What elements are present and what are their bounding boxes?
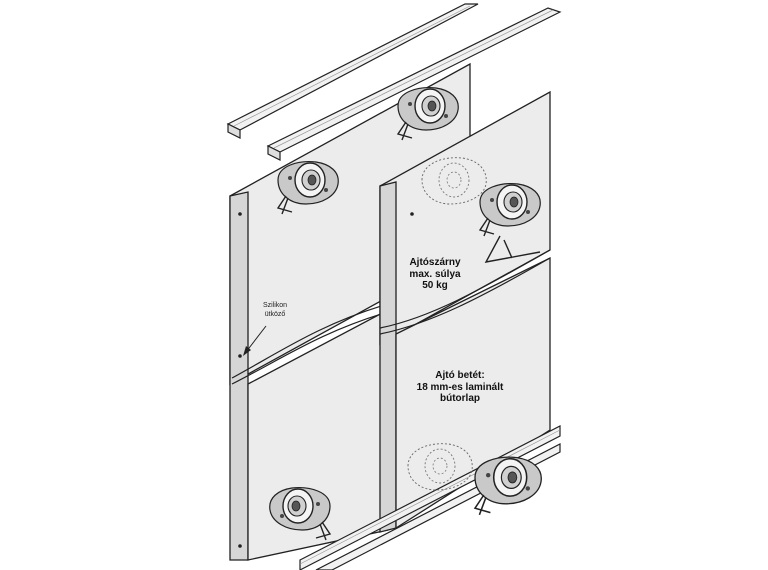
door-panel-left [229,62,471,561]
label-door-weight: Ajtószárny max. súlya 50 kg [409,257,461,291]
adjustment-wire [484,235,541,263]
silicone-stop-leader [243,325,267,356]
label-silicone-stop: Szilikon ütköző [262,302,288,319]
label-door-insert: Ajtó betét: 18 mm-es laminált bútorlap [416,370,504,404]
top-rail-rear [266,7,562,161]
top-rail-front [226,3,479,139]
